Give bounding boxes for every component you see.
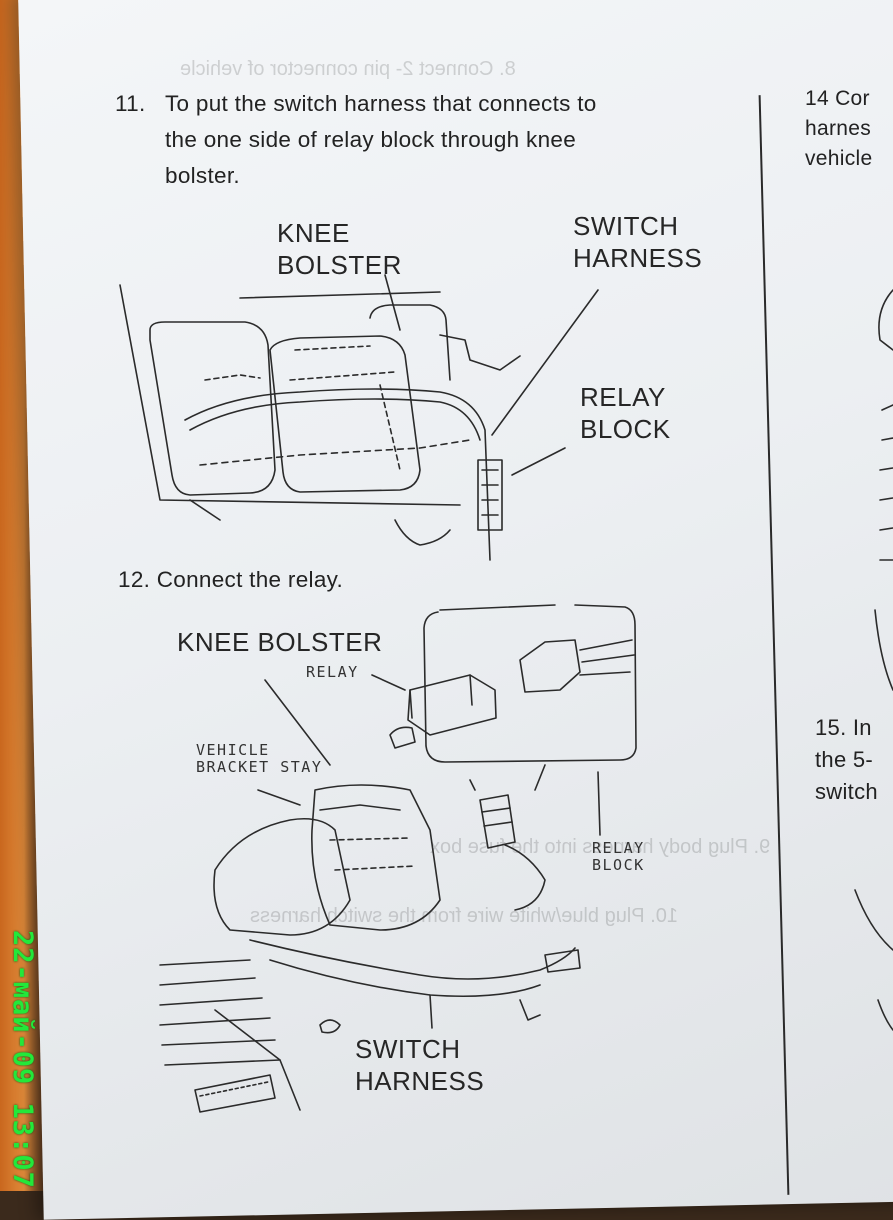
step-12-text: 12. Connect the relay. xyxy=(118,567,344,592)
camera-timestamp: 22-май-09 13:07 xyxy=(7,930,38,1189)
label-vehicle: VEHICLE xyxy=(196,741,270,759)
label-vehicle-bracket-stay: VEHICLE BRACKET STAY xyxy=(196,742,322,776)
step-11-text: 11. To put the switch harness that connec… xyxy=(115,86,755,194)
step-15-line-1: 15. In xyxy=(815,715,872,740)
label-switch: SWITCH xyxy=(573,211,679,241)
step-11-line-3: bolster. xyxy=(165,163,240,188)
step-11-line-1: To put the switch harness that connects … xyxy=(165,91,597,116)
diagram-2-relay-drawing xyxy=(159,604,637,1113)
label-harness: HARNESS xyxy=(573,243,703,273)
label-relay-2b: RELAY xyxy=(592,839,645,857)
step-15-line-3: switch xyxy=(815,779,878,804)
step-11-line-2: the one side of relay block through knee xyxy=(165,127,577,152)
label-knee-bolster-1: KNEE BOLSTER xyxy=(277,217,402,281)
label-switch-harness-1: SWITCH HARNESS xyxy=(573,210,702,274)
step-11-number: 11. xyxy=(115,91,146,116)
label-relay-block-2: RELAY BLOCK xyxy=(592,840,645,874)
step-14-line-1: 14 Cor xyxy=(805,87,870,110)
label-block: BLOCK xyxy=(580,414,671,444)
label-bolster: BOLSTER xyxy=(277,250,402,280)
wiring-diagrams xyxy=(119,274,893,1113)
label-bracket-stay: BRACKET STAY xyxy=(196,758,323,776)
label-harness-2: HARNESS xyxy=(355,1066,485,1096)
step-14-text: 14 Cor harnes vehicle xyxy=(805,84,872,174)
label-knee: KNEE xyxy=(277,218,350,248)
step-14-line-2: harnes xyxy=(805,117,872,140)
label-relay: RELAY xyxy=(580,382,666,412)
step-15-line-2: the 5- xyxy=(815,747,874,772)
label-switch-harness-2: SWITCH HARNESS xyxy=(355,1033,484,1097)
diagram-1-knee-bolster-drawing xyxy=(119,274,599,561)
label-relay-2: RELAY xyxy=(306,663,359,681)
step-15-text: 15. In the 5- switch xyxy=(815,712,878,808)
step-14-line-3: vehicle xyxy=(805,147,873,170)
label-block-2: BLOCK xyxy=(592,856,645,874)
label-switch-2: SWITCH xyxy=(355,1034,461,1064)
label-relay-block-1: RELAY BLOCK xyxy=(580,381,671,445)
label-knee-bolster-2: KNEE BOLSTER xyxy=(177,627,383,657)
right-column-partial-drawing xyxy=(854,289,893,1031)
